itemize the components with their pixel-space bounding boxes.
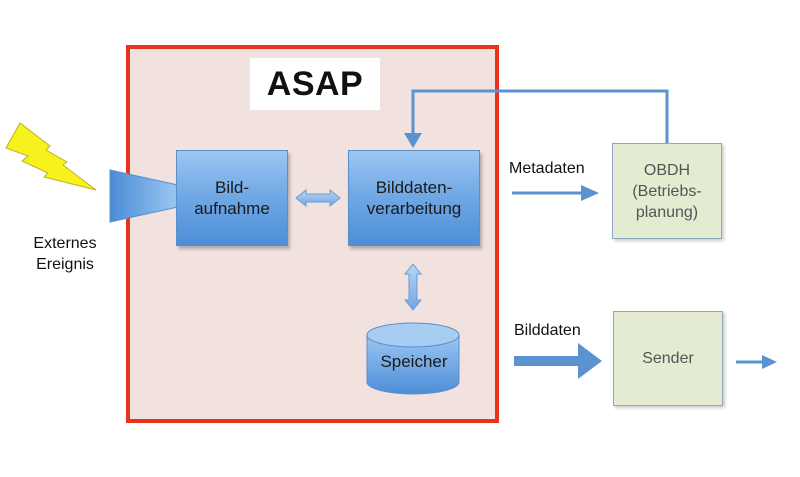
transmitter-box: Sender xyxy=(613,311,723,406)
image-capture-box: Bild- aufnahme xyxy=(176,150,288,246)
external-event-line2: Ereignis xyxy=(36,256,94,273)
obdh-line3: planung) xyxy=(635,203,699,221)
storage-cylinder-icon xyxy=(366,322,460,395)
obdh-box: OBDH (Betriebs- planung) xyxy=(612,143,722,239)
obdh-line2: (Betriebs- xyxy=(632,182,702,200)
obdh-line1: OBDH xyxy=(643,161,691,179)
image-data-flow-label: Bilddaten xyxy=(514,322,581,339)
image-data-arrow-head xyxy=(578,343,602,379)
output-arrow-head xyxy=(762,355,777,369)
feedback-arrow-head xyxy=(404,133,422,148)
image-capture-line2: aufnahme xyxy=(194,199,270,218)
external-event-line1: Externes xyxy=(33,235,97,252)
transmitter-label: Sender xyxy=(642,350,694,367)
system-title-text: ASAP xyxy=(266,64,364,103)
image-data-arrow-shaft xyxy=(514,356,580,366)
image-processing-box: Bilddaten- verarbeitung xyxy=(348,150,480,246)
storage-label: Speicher xyxy=(380,352,448,371)
bidirectional-arrow-vertical xyxy=(403,263,423,311)
image-processing-line2: verarbeitung xyxy=(366,199,462,218)
external-event-label: Externes Ereignis xyxy=(20,233,110,275)
metadata-arrow-head xyxy=(581,185,599,201)
metadata-flow-label: Metadaten xyxy=(509,160,585,177)
image-capture-line1: Bild- xyxy=(214,178,249,197)
feedback-arrow-line xyxy=(411,89,669,143)
sensor-funnel-shape xyxy=(109,169,179,223)
lightning-bolt-icon xyxy=(5,122,97,191)
bidirectional-arrow-horizontal xyxy=(295,188,341,208)
system-title: ASAP xyxy=(250,58,380,110)
image-processing-line1: Bilddaten- xyxy=(375,178,453,197)
